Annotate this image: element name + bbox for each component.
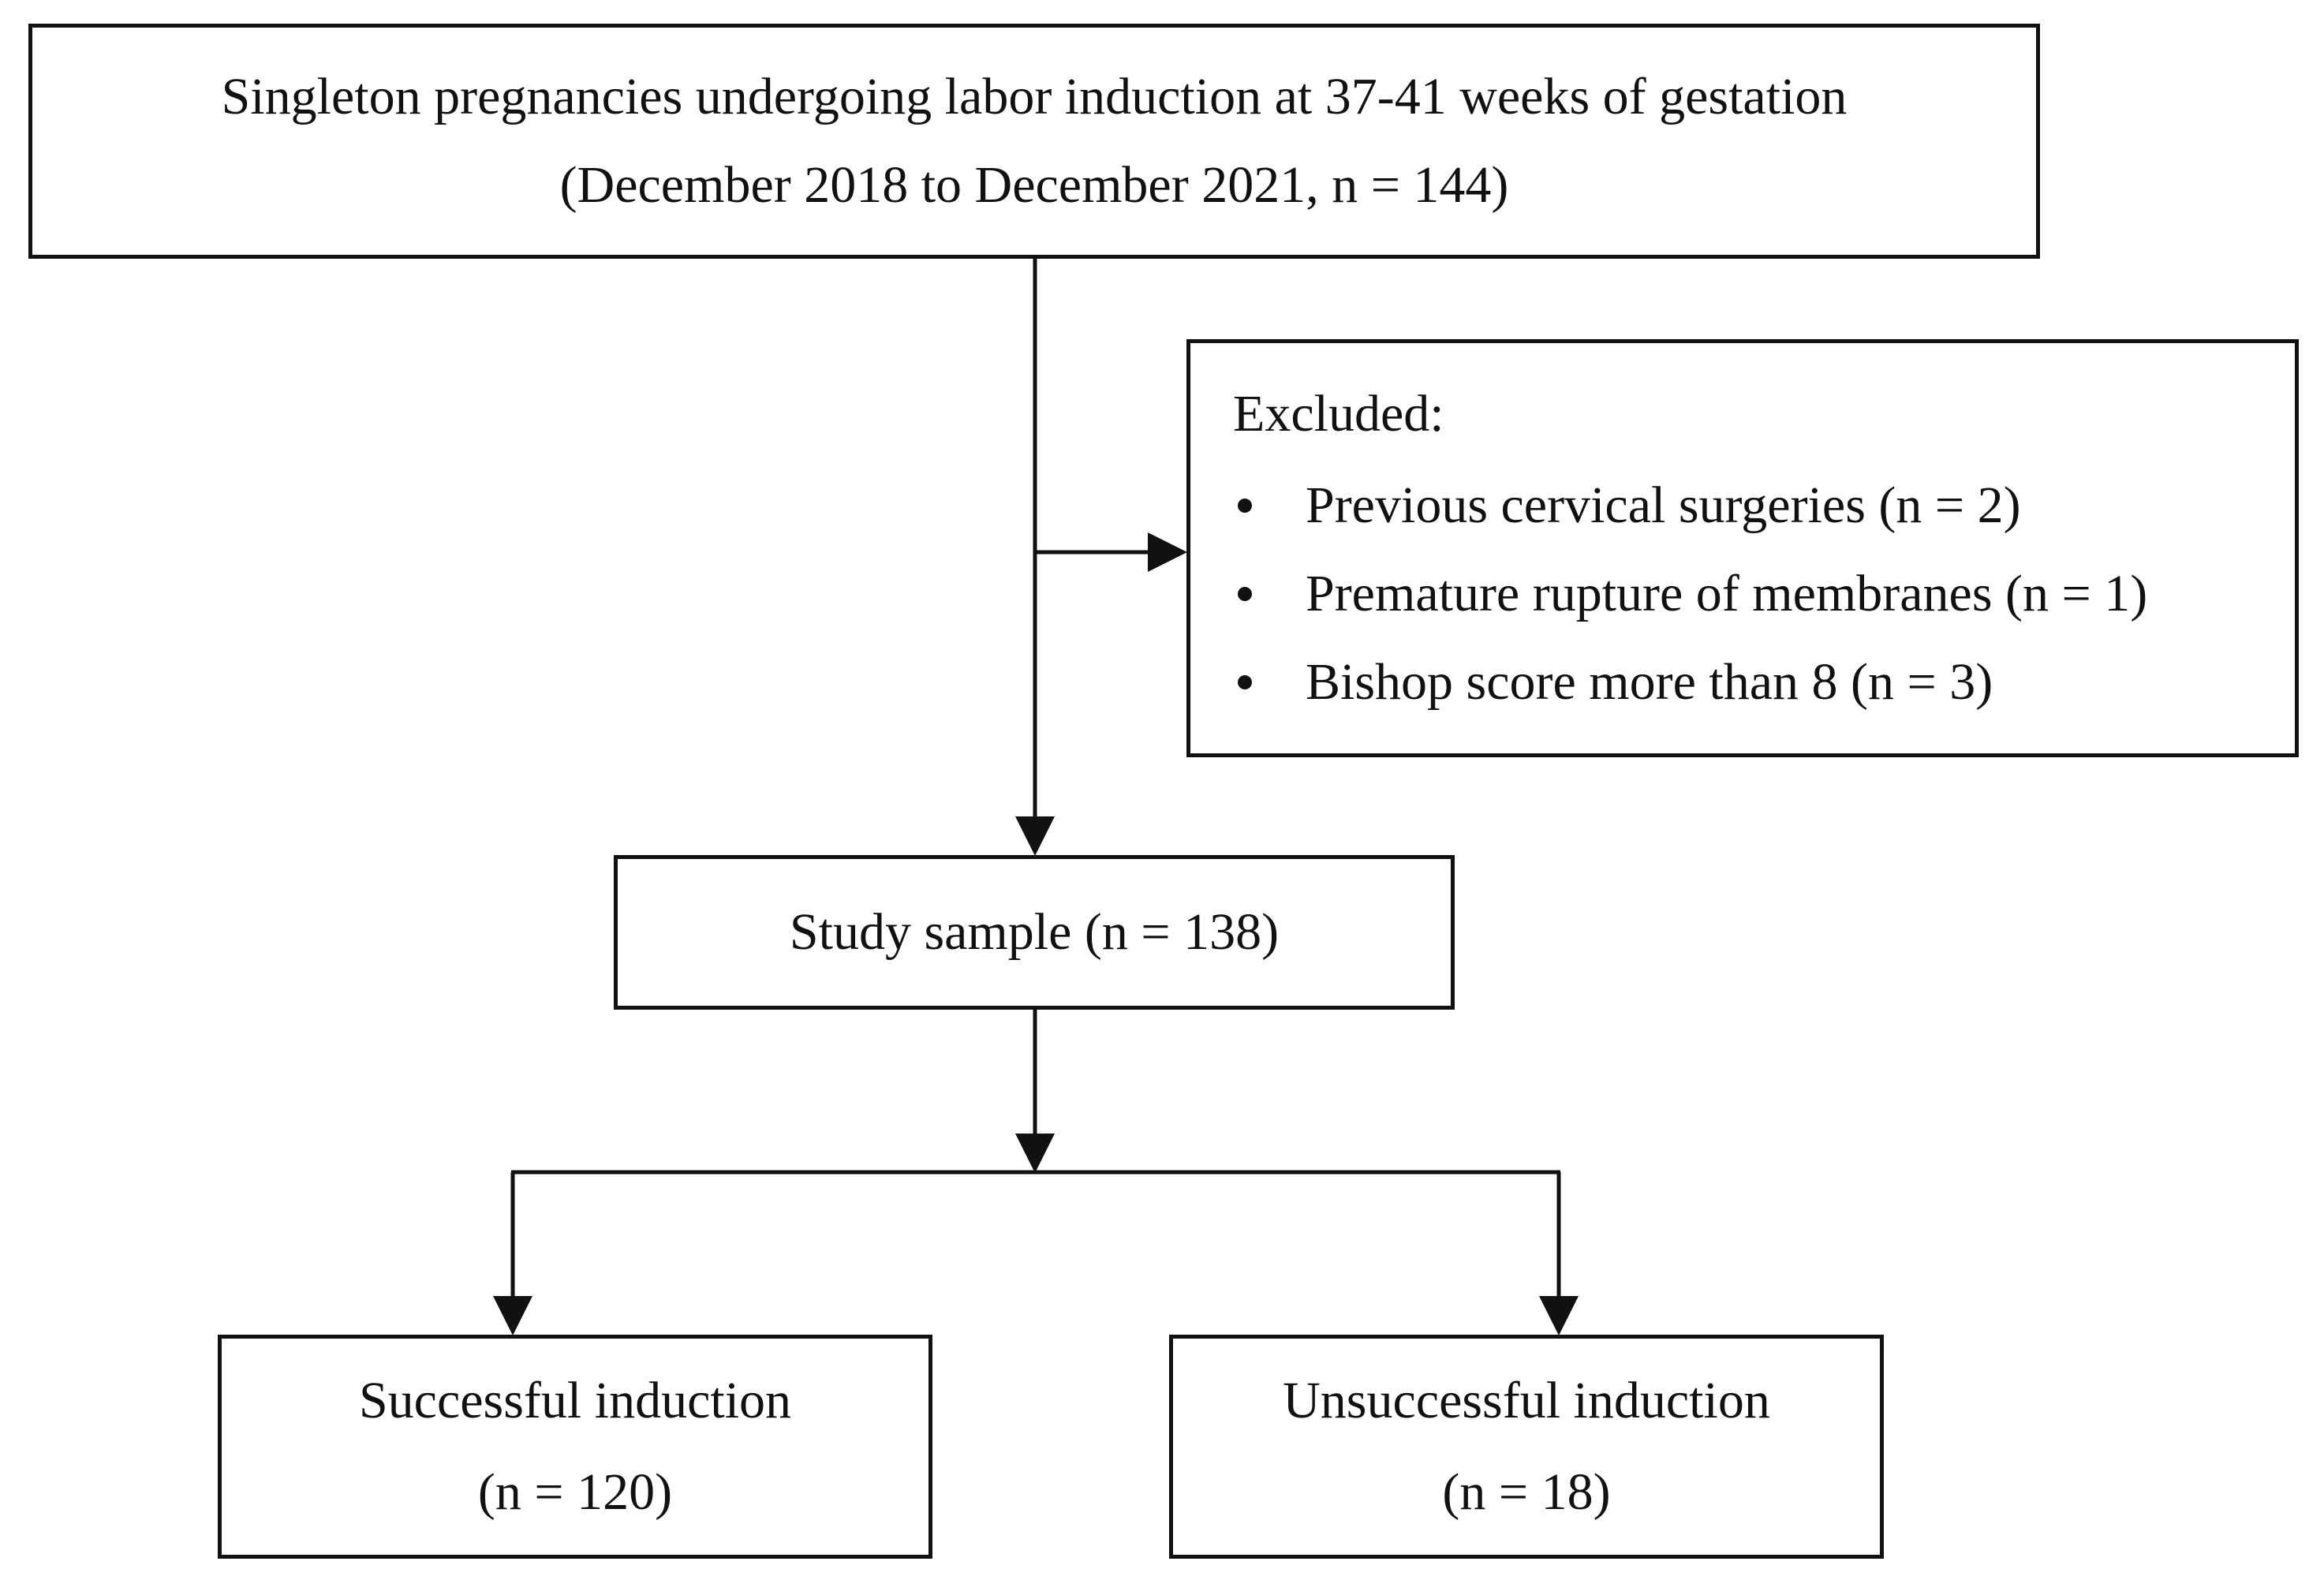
population-box: Singleton pregnancies undergoing labor i…: [28, 24, 2040, 259]
study-sample-label: Study sample (n = 138): [789, 903, 1280, 961]
unsuccessful-induction-label: Unsuccessful induction: [1283, 1372, 1770, 1429]
excluded-item: Bishop score more than 8 (n = 3): [1233, 638, 2147, 727]
population-line-2: (December 2018 to December 2021, n = 144…: [559, 156, 1509, 214]
successful-induction-label: Successful induction: [358, 1372, 792, 1429]
bullet-icon: [1238, 587, 1252, 601]
excluded-item: Premature rupture of membranes (n = 1): [1233, 550, 2147, 638]
unsuccessful-induction-box: Unsuccessful induction (n = 18): [1169, 1335, 1884, 1559]
excluded-item: Previous cervical surgeries (n = 2): [1233, 461, 2147, 550]
excluded-item-label: Previous cervical surgeries (n = 2): [1306, 476, 2021, 534]
excluded-item-label: Bishop score more than 8 (n = 3): [1306, 653, 1993, 711]
excluded-box: Excluded: Previous cervical surgeries (n…: [1186, 339, 2299, 757]
successful-induction-box: Successful induction (n = 120): [218, 1335, 932, 1559]
study-sample-box: Study sample (n = 138): [614, 855, 1455, 1010]
unsuccessful-induction-count: (n = 18): [1442, 1463, 1611, 1521]
population-line-1: Singleton pregnancies undergoing labor i…: [221, 68, 1848, 125]
excluded-title: Excluded:: [1233, 385, 1444, 443]
excluded-list: Previous cervical surgeries (n = 2) Prem…: [1233, 461, 2147, 727]
excluded-item-label: Premature rupture of membranes (n = 1): [1306, 565, 2148, 622]
successful-induction-count: (n = 120): [477, 1463, 673, 1521]
bullet-icon: [1238, 499, 1252, 513]
bullet-icon: [1238, 675, 1252, 689]
